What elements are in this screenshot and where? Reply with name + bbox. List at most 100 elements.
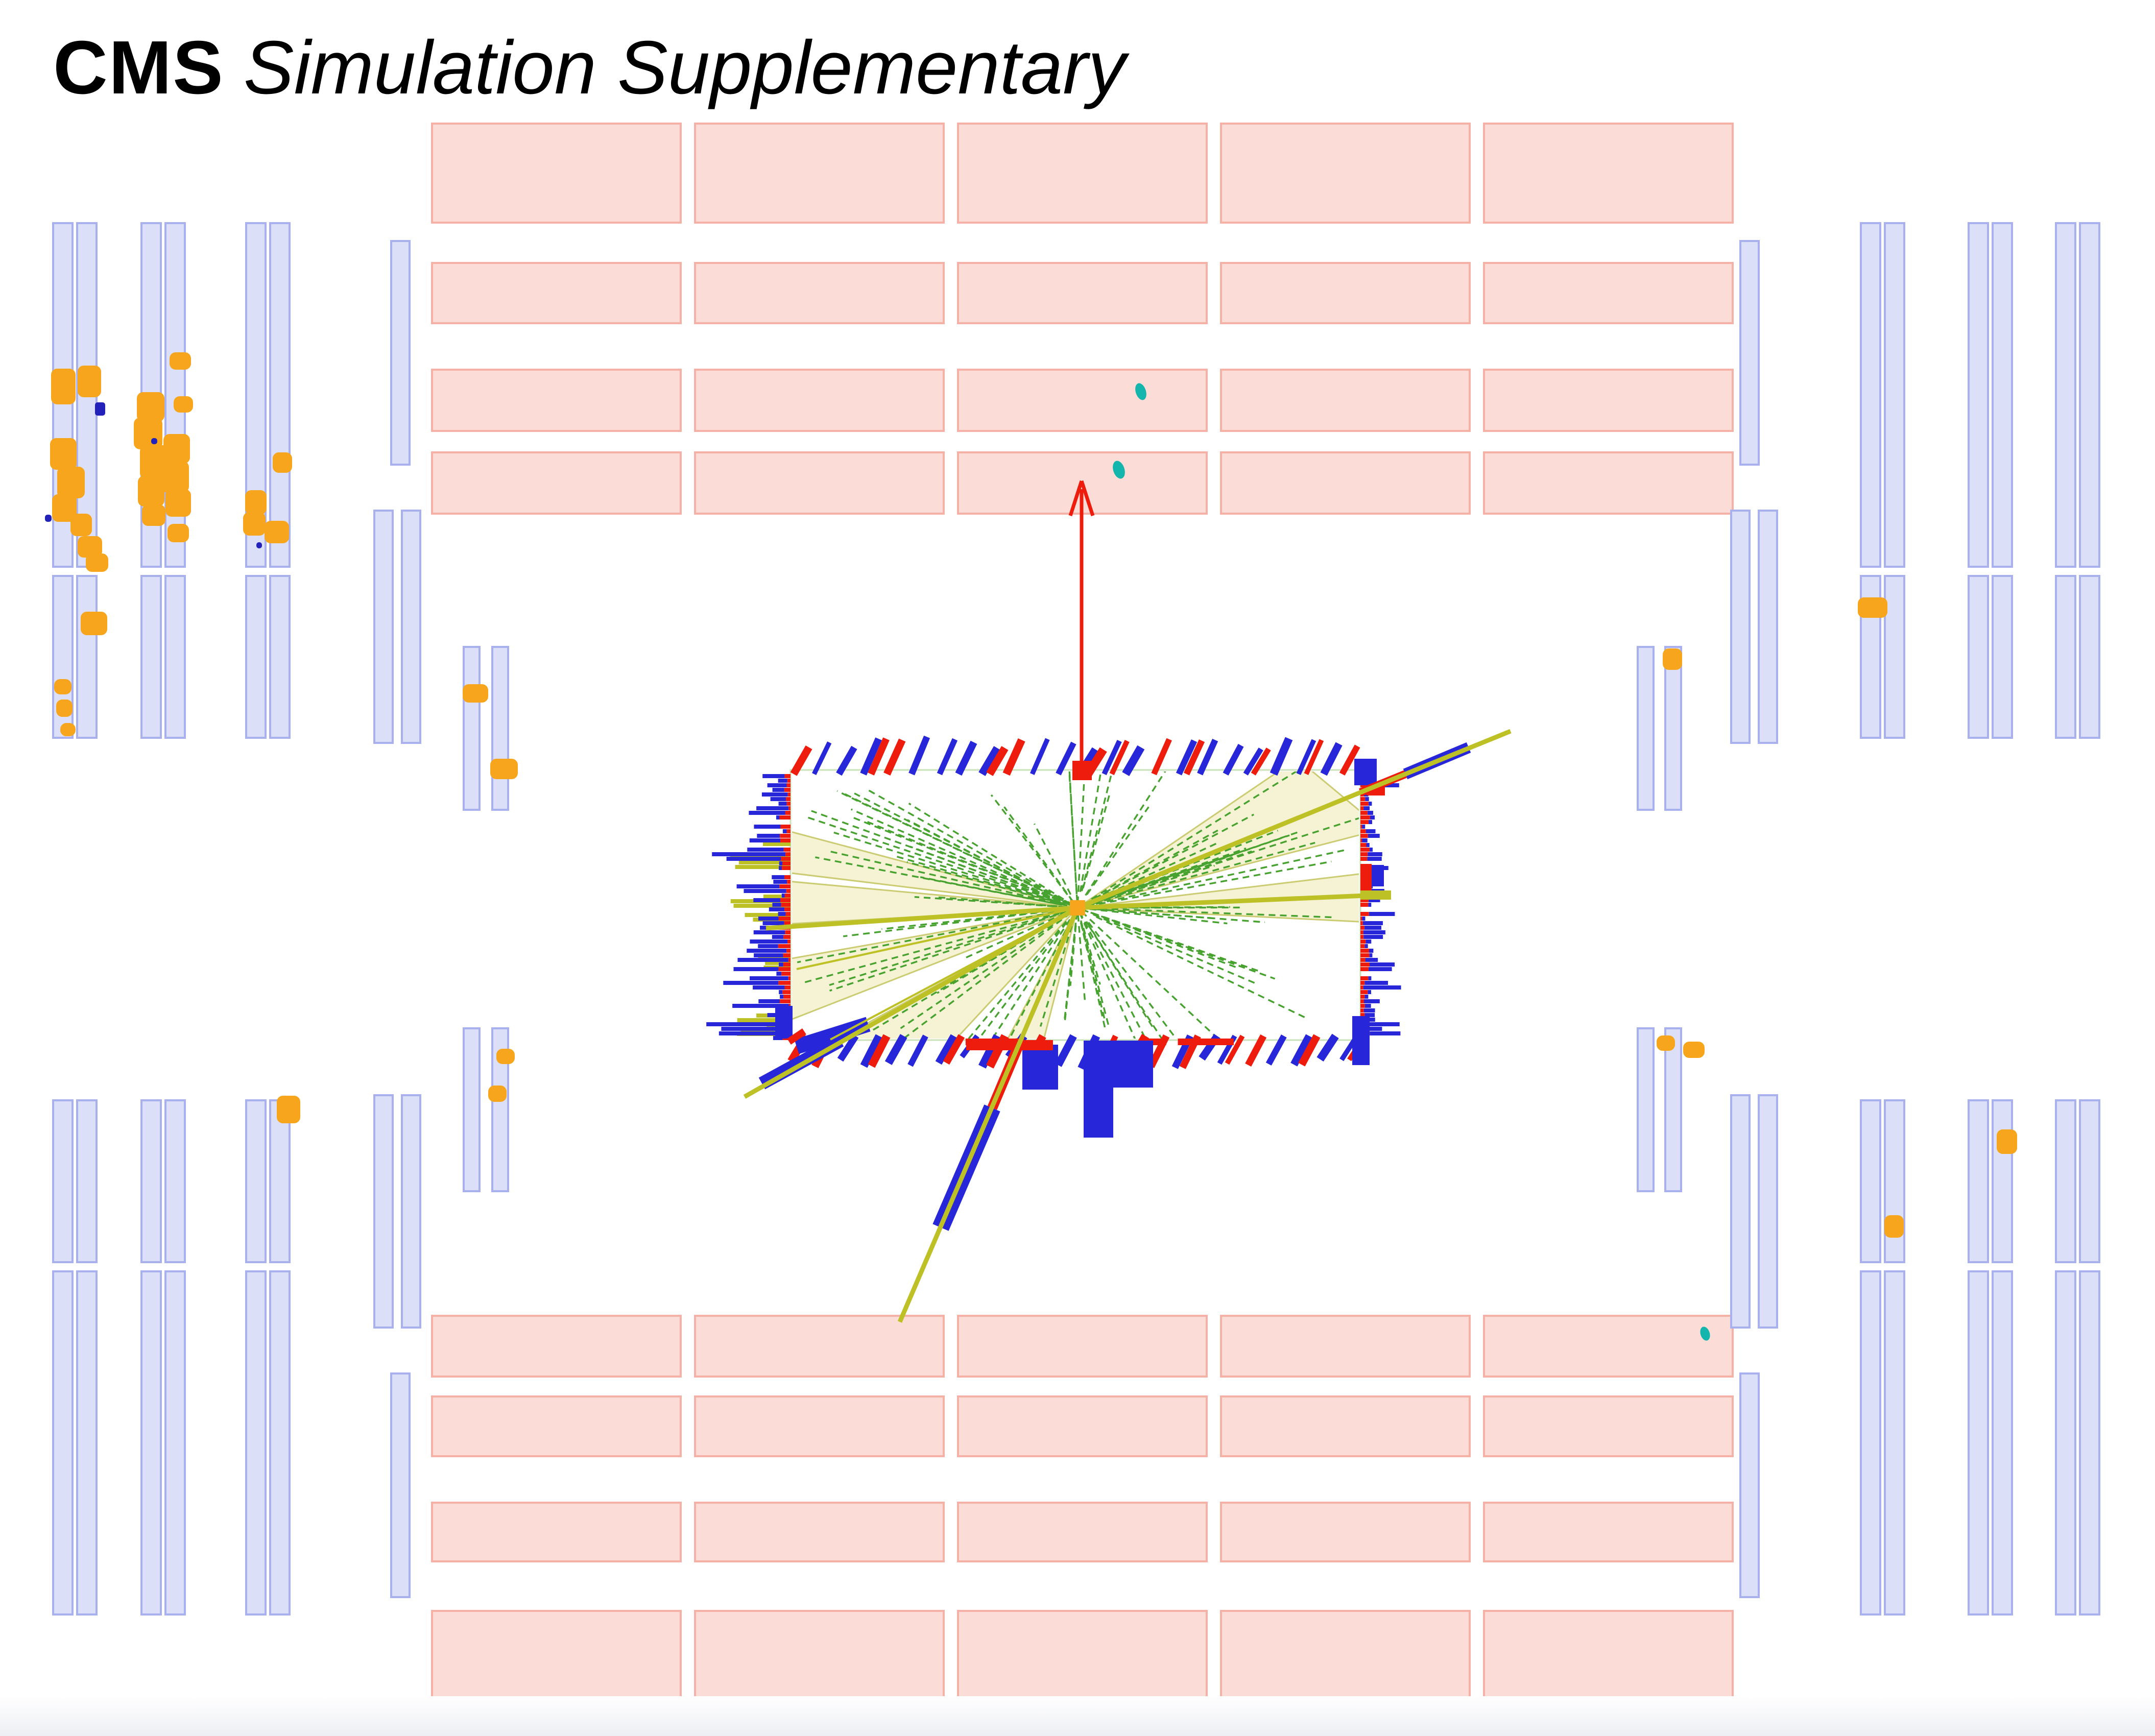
ecal-deposit — [785, 852, 791, 856]
muon-hit — [70, 514, 92, 536]
ecal-deposit — [784, 875, 791, 879]
muon-track — [1077, 892, 1391, 910]
hcal-deposit — [778, 802, 787, 806]
endcap-muon-chamber — [1860, 1270, 1881, 1616]
muon-energy-deposit — [763, 895, 791, 899]
muon-track — [897, 907, 1080, 1323]
hcal-deposit — [907, 1034, 928, 1067]
barrel-muon-chamber — [957, 1502, 1208, 1562]
hcal-deposit — [779, 861, 783, 865]
endcap-muon-chamber — [2079, 222, 2100, 568]
primary-vertex — [1070, 900, 1085, 915]
barrel-muon-chamber — [1220, 369, 1471, 432]
muon-energy-deposit — [745, 913, 791, 917]
hcal-deposit — [772, 903, 781, 907]
hcal-deposit — [776, 972, 782, 976]
muon-hit — [51, 369, 76, 404]
hcal-deposit — [1362, 921, 1383, 925]
hcal-deposit — [706, 1022, 779, 1026]
barrel-muon-chamber — [1220, 451, 1471, 515]
hcal-deposit — [1368, 820, 1372, 824]
hcal-deposit — [780, 995, 784, 999]
endcap-muon-chamber — [401, 510, 421, 744]
muon-energy-deposit — [737, 1018, 791, 1022]
endcap-muon-chamber — [1992, 575, 2013, 739]
ecal-deposit — [1360, 921, 1363, 925]
particle-track — [1082, 927, 1101, 985]
barrel-muon-chamber — [694, 369, 945, 432]
muon-hit — [490, 759, 518, 779]
hcal-deposit — [978, 746, 1001, 776]
hcal-deposit — [719, 1031, 788, 1035]
ecal-deposit — [1360, 949, 1370, 953]
particle-track — [864, 787, 1071, 905]
ecal-deposit — [1360, 981, 1365, 985]
endcap-muon-chamber — [1968, 1270, 1989, 1616]
hcal-deposit — [754, 953, 783, 957]
barrel-muon-chamber — [1483, 123, 1734, 224]
ecal-deposit — [786, 802, 791, 806]
muon-hit — [81, 612, 107, 635]
endcap-muon-chamber — [1968, 1099, 1989, 1263]
ecal-deposit — [1360, 939, 1366, 944]
hcal-deposit — [1369, 848, 1373, 852]
endcap-muon-chamber — [140, 1270, 162, 1616]
muon-hit — [56, 700, 73, 717]
particle-track — [1087, 817, 1359, 906]
barrel-muon-chamber — [957, 1395, 1208, 1457]
hcal-deposit — [1365, 1018, 1375, 1022]
ecal-deposit — [1072, 761, 1092, 780]
hcal-deposit — [767, 1013, 781, 1017]
hcal-deposit — [1363, 1008, 1375, 1012]
hcal-deposit — [737, 958, 788, 962]
muon-hit — [138, 476, 164, 507]
particle-track — [1084, 907, 1213, 920]
hcal-deposit — [1102, 740, 1122, 776]
particle-tracks — [797, 771, 1359, 1039]
hcal-deposit — [723, 981, 779, 985]
muon-track — [796, 907, 1078, 970]
hcal-deposit — [812, 741, 832, 775]
endcap-muon-chamber — [390, 1372, 411, 1598]
hcal-deposit — [1369, 912, 1395, 916]
hcal-deposit — [1352, 1016, 1370, 1065]
particle-track — [1086, 806, 1150, 895]
muon-hit — [496, 1049, 515, 1064]
particle-track — [843, 909, 1060, 937]
particle-track — [797, 909, 1066, 963]
footer-strip — [0, 1696, 2155, 1736]
endcap-muon-chamber — [1730, 1094, 1751, 1329]
barrel-muon-chamber — [431, 262, 682, 324]
endcap-muon-chamber — [1739, 1372, 1760, 1598]
hcal-deposit — [753, 898, 781, 902]
met-arrow-head — [1068, 480, 1084, 517]
hcal-deposit — [1369, 949, 1374, 953]
endcap-muon-chamber — [2079, 1270, 2100, 1616]
barrel-muon-chamber — [1220, 1315, 1471, 1378]
endcap-muon-chamber — [1758, 510, 1778, 744]
ecal-deposit — [1360, 811, 1368, 815]
endcap-muon-chamber — [1884, 222, 1905, 568]
ecal-deposit — [781, 903, 791, 907]
ecal-deposit — [783, 953, 791, 957]
hcal-deposit — [1366, 939, 1372, 944]
hcal-deposit — [1369, 1027, 1382, 1031]
hcal-deposit — [1290, 1034, 1313, 1067]
hcal-deposit — [770, 797, 786, 801]
hcal-deposit — [772, 875, 784, 879]
hcal-deposit — [726, 857, 781, 861]
ecal-deposit — [778, 967, 791, 971]
particle-track — [991, 919, 1071, 1039]
muon-hit — [54, 679, 71, 694]
hcal-deposit — [732, 1004, 789, 1008]
endcap-muon-chamber — [245, 1099, 267, 1263]
hcal-deposit — [1369, 953, 1373, 957]
hcal-deposit — [1029, 738, 1050, 775]
hcal-deposit — [1296, 739, 1316, 775]
barrel-muon-chamber — [694, 1502, 945, 1562]
ecal-deposit — [784, 921, 791, 925]
ecal-deposit — [778, 981, 791, 985]
ecal-deposit — [1360, 958, 1366, 962]
hcal-deposit — [749, 811, 785, 815]
ecal-deposit — [787, 779, 791, 783]
